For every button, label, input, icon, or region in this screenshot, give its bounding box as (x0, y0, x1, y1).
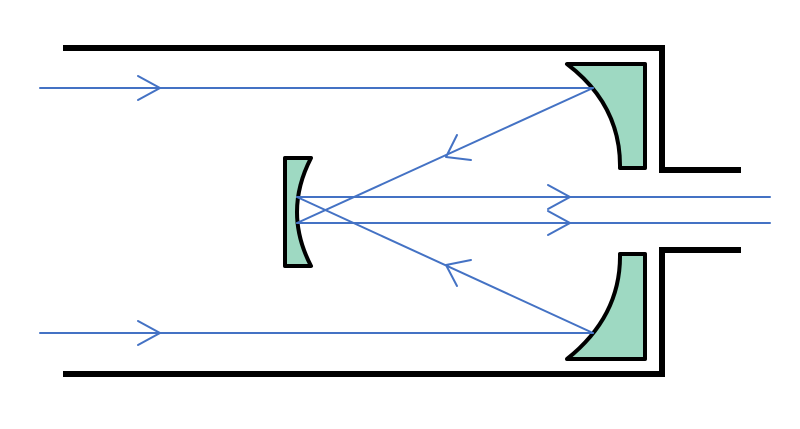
arrow-reflected-bottom (445, 259, 472, 287)
primary-mirror-lower (565, 252, 647, 361)
reflected-ray-top (296, 87, 594, 224)
tube-top-wall (63, 45, 741, 173)
primary-mirror-upper (565, 62, 647, 170)
arrow-exit-upper (547, 184, 571, 210)
tube-bottom-wall (63, 247, 741, 377)
arrow-incoming-top (137, 75, 161, 101)
secondary-mirror (283, 156, 313, 268)
arrow-exit-lower (547, 210, 571, 236)
telescope-tube (63, 45, 741, 377)
arrow-reflected-top (445, 134, 472, 161)
light-rays (39, 75, 771, 346)
arrow-incoming-bottom (137, 320, 161, 346)
primary-mirror (565, 62, 647, 361)
